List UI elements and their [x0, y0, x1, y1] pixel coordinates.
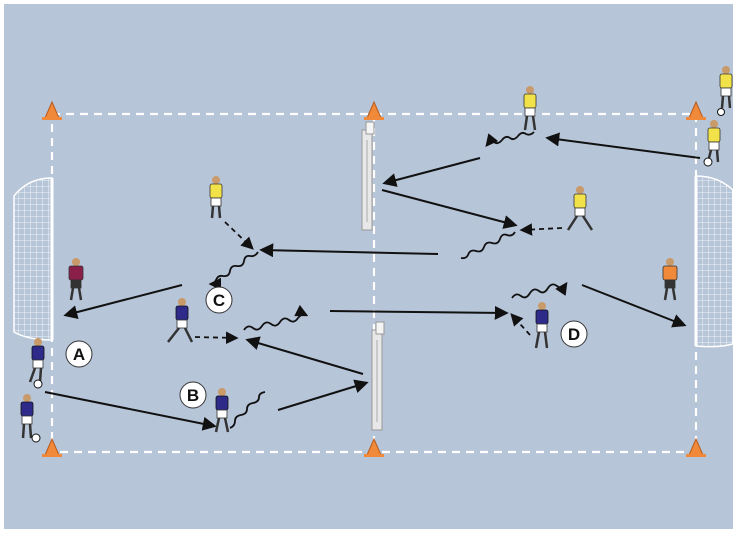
soccer-ball-icon	[33, 379, 43, 389]
label-marker-d: D	[560, 320, 588, 348]
training-cone-icon	[42, 100, 62, 120]
training-cone-icon	[42, 437, 62, 457]
pass-arrows	[44, 132, 701, 431]
run-arrow	[510, 313, 531, 336]
label-marker-c: C	[205, 286, 233, 314]
soccer-ball-icon	[717, 108, 725, 116]
soccer-player-icon	[68, 258, 84, 301]
run-arrow	[194, 331, 239, 345]
pass-arrow	[277, 379, 369, 411]
soccer-goal-net-icon	[13, 177, 54, 341]
dribble-arrow	[229, 391, 266, 429]
label-c-text: C	[213, 291, 225, 310]
soccer-player-icon	[167, 298, 194, 343]
soccer-ball-icon	[703, 157, 713, 167]
dribble-arrow	[511, 281, 568, 299]
pass-arrow	[545, 132, 701, 159]
dribble-arrows	[208, 131, 568, 429]
pass-arrow	[44, 391, 217, 431]
soccer-player-icon	[566, 186, 594, 231]
field-background	[4, 4, 733, 529]
dribble-arrow	[485, 131, 535, 147]
run-arrow	[519, 223, 563, 236]
pass-arrow	[245, 336, 364, 375]
defensive-mannequin-icon	[361, 121, 375, 231]
soccer-goal-net-icon	[694, 175, 734, 348]
label-marker-b: B	[179, 381, 207, 409]
soccer-ball-icon	[31, 433, 41, 443]
soccer-player-icon	[20, 394, 34, 439]
soccer-player-icon	[214, 388, 230, 433]
training-cone-icon	[686, 437, 706, 457]
dribble-arrow	[460, 231, 516, 260]
run-arrow	[224, 221, 254, 250]
soccer-player-icon	[209, 176, 223, 219]
training-cone-icon	[686, 100, 706, 120]
soccer-player-icon	[523, 86, 537, 131]
dribble-arrow	[208, 251, 259, 291]
dribble-arrow	[243, 304, 309, 331]
defensive-mannequin-icon	[371, 321, 385, 431]
soccer-player-icon	[534, 302, 549, 349]
soccer-player-icon	[28, 338, 45, 383]
pass-arrow	[381, 189, 518, 229]
label-a-text: A	[73, 345, 85, 364]
label-marker-a: A	[65, 340, 93, 368]
pass-arrow	[63, 284, 183, 319]
pass-arrow	[382, 157, 481, 187]
pass-arrow	[581, 284, 687, 328]
training-cone-icon	[364, 100, 384, 120]
label-d-text: D	[568, 325, 580, 344]
soccer-player-icon	[719, 66, 733, 109]
training-cone-icon	[364, 437, 384, 457]
label-b-text: B	[187, 386, 199, 405]
pass-arrow	[329, 305, 509, 320]
run-arrows	[194, 221, 563, 345]
soccer-player-icon	[662, 258, 678, 301]
pass-arrow	[259, 243, 439, 258]
